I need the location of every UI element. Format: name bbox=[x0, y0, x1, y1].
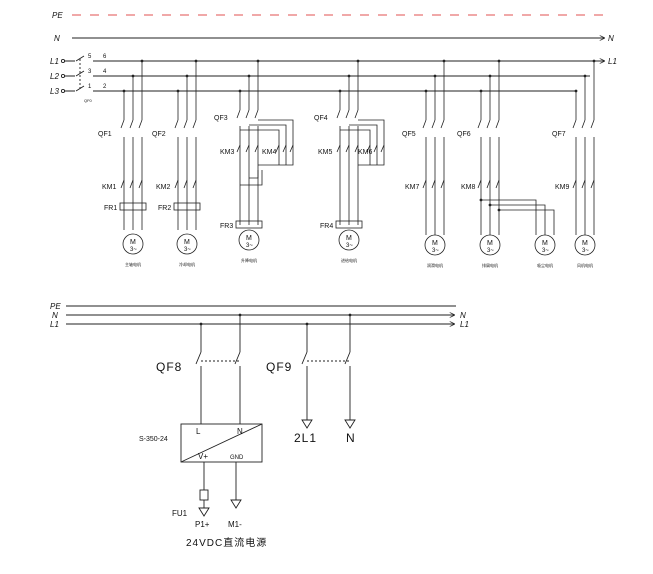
contactor-km5: KM5 bbox=[318, 149, 333, 156]
breaker-qf3: QF3 bbox=[214, 115, 228, 122]
bottom-n-label: N bbox=[52, 311, 58, 320]
breaker-qf2: QF2 bbox=[152, 131, 166, 138]
l1-right-label: L1 bbox=[608, 57, 617, 66]
top-bus bbox=[60, 14, 612, 94]
motor-3-m: M bbox=[246, 235, 252, 242]
motor-7-symbol bbox=[534, 234, 556, 256]
output-2l1: 2L1 bbox=[294, 431, 317, 445]
motor-labels: M 3~ M 3~ M 3~ M 3~ M 3~ M 3~ M 3~ M 3~ bbox=[130, 235, 589, 254]
motor-7-m: M bbox=[542, 240, 548, 247]
bottom-pe-label: PE bbox=[50, 302, 61, 311]
control-circuit bbox=[180, 313, 356, 517]
psu-l-terminal: L bbox=[196, 427, 201, 436]
main-switch-term-3: 1 bbox=[88, 84, 92, 90]
motor-5-tag: 润滑电机 bbox=[427, 262, 443, 268]
output-n: N bbox=[346, 431, 356, 445]
motor-1-tag: 主轴电机 bbox=[125, 261, 141, 267]
psu-vplus-terminal: V+ bbox=[198, 452, 208, 461]
contactor-km4: KM4 bbox=[262, 149, 277, 156]
motor-4-tag: 进给电机 bbox=[341, 257, 357, 263]
breaker-qf6: QF6 bbox=[457, 131, 471, 138]
l3-label: L3 bbox=[50, 87, 59, 96]
motor-1-m: M bbox=[130, 239, 136, 246]
motor-6-symbol bbox=[479, 234, 501, 256]
fuse-label: FU1 bbox=[172, 509, 188, 518]
main-switch-term-5: 4 bbox=[103, 69, 107, 75]
pe-label: PE bbox=[52, 11, 63, 20]
n-right-label: N bbox=[608, 34, 614, 43]
contactor-km1: KM1 bbox=[102, 184, 117, 191]
motor-2-symbol bbox=[176, 233, 198, 255]
psu-gnd-terminal: GND bbox=[230, 455, 244, 461]
motor-8-symbol bbox=[574, 234, 596, 256]
motor-4-symbol bbox=[338, 229, 360, 251]
psu-model: S-350-24 bbox=[139, 436, 168, 443]
motor-2-m: M bbox=[184, 239, 190, 246]
contactor-km8: KM8 bbox=[461, 184, 476, 191]
motor-5-symbol bbox=[424, 234, 446, 256]
output-p1: P1+ bbox=[195, 520, 210, 529]
contactor-km2: KM2 bbox=[156, 184, 171, 191]
breaker-qf4: QF4 bbox=[314, 115, 328, 122]
main-switch-term-4: 6 bbox=[103, 54, 107, 60]
bottom-l1-label: L1 bbox=[50, 320, 59, 329]
breaker-qf8: QF8 bbox=[156, 360, 182, 374]
motor-6-m: M bbox=[487, 240, 493, 247]
main-switch-tag: QF0 bbox=[84, 98, 93, 103]
bottom-n-right-label: N bbox=[460, 311, 466, 320]
fuse-box bbox=[199, 489, 209, 501]
motor-4-m: M bbox=[346, 235, 352, 242]
psu-caption: 24VDC直流电源 bbox=[186, 536, 267, 549]
motor-branches bbox=[119, 59, 596, 256]
motor-2-tag: 冷却电机 bbox=[179, 261, 195, 267]
l2-label: L2 bbox=[50, 72, 59, 81]
motor-3-phase: 3~ bbox=[246, 243, 253, 249]
motor-1-symbol bbox=[122, 233, 144, 255]
breaker-qf5: QF5 bbox=[402, 131, 416, 138]
motor-5-phase: 3~ bbox=[432, 248, 439, 254]
main-switch-term-2: 3 bbox=[88, 69, 92, 75]
relay-fr3: FR3 bbox=[220, 223, 233, 230]
contactor-km7: KM7 bbox=[405, 184, 420, 191]
motor-8-m: M bbox=[582, 240, 588, 247]
relay-fr2: FR2 bbox=[158, 205, 171, 212]
main-switch-term-6: 2 bbox=[103, 84, 107, 90]
main-switch-term-1: 5 bbox=[88, 54, 92, 60]
breaker-qf1: QF1 bbox=[98, 131, 112, 138]
n-label: N bbox=[54, 34, 60, 43]
motor-7-tag: 吸尘电机 bbox=[537, 262, 553, 268]
motor-5-m: M bbox=[432, 240, 438, 247]
contactor-km3: KM3 bbox=[220, 149, 235, 156]
motor-1-phase: 3~ bbox=[130, 247, 137, 253]
breaker-qf9: QF9 bbox=[266, 360, 292, 374]
motor-4-phase: 3~ bbox=[346, 243, 353, 249]
motor-8-tag: 风机电机 bbox=[577, 262, 593, 268]
output-m1: M1- bbox=[228, 520, 242, 529]
l1-label: L1 bbox=[50, 57, 59, 66]
motor-3-symbol bbox=[238, 229, 260, 251]
bottom-l1-right-label: L1 bbox=[460, 320, 469, 329]
motor-8-phase: 3~ bbox=[582, 248, 589, 254]
motor-6-tag: 排屑电机 bbox=[482, 262, 498, 268]
relay-fr1: FR1 bbox=[104, 205, 117, 212]
psu-box bbox=[180, 423, 263, 463]
bottom-bus bbox=[66, 305, 456, 324]
relay-fr4: FR4 bbox=[320, 223, 333, 230]
motor-7-phase: 3~ bbox=[542, 248, 549, 254]
motor-6-phase: 3~ bbox=[487, 248, 494, 254]
contactor-km6: KM6 bbox=[358, 149, 373, 156]
motor-2-phase: 3~ bbox=[184, 247, 191, 253]
psu-n-terminal: N bbox=[237, 427, 243, 436]
motor-3-tag: 升降电机 bbox=[241, 257, 257, 263]
breaker-qf7: QF7 bbox=[552, 131, 566, 138]
contactor-km9: KM9 bbox=[555, 184, 570, 191]
